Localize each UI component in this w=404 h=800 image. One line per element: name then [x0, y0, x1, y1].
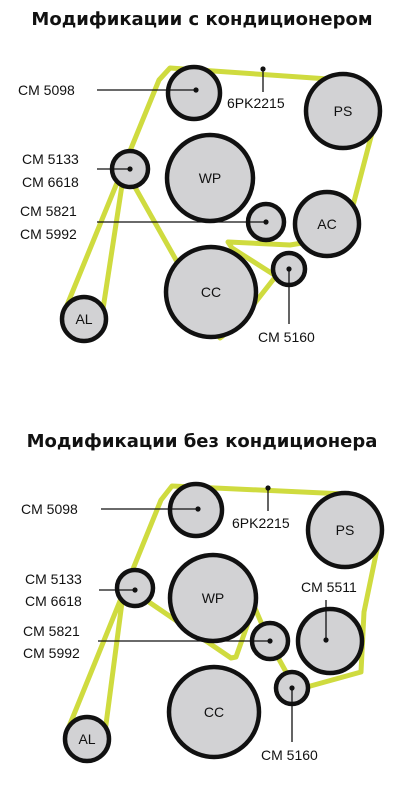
diagram-b-label-cm5133: CM 5133: [25, 571, 82, 587]
diagram-a-cc-label: CC: [201, 284, 221, 300]
diagram-b-label-belt: 6PK2215: [232, 515, 290, 531]
diagram-b-cc-pulley: [166, 664, 262, 760]
diagram-a-ps-pulley: [303, 71, 383, 151]
diagram-a-title: Модификации с кондиционером: [31, 9, 373, 30]
diagram-b-al-label: AL: [78, 731, 95, 747]
diagram-a-ac-pulley: [292, 189, 362, 259]
diagram-a-label-cm5821: CM 5821: [20, 203, 77, 219]
diagram-a-wp-pulley: [164, 132, 256, 224]
diagram-a-idler-pulley-top: [165, 64, 223, 122]
diagram-b-wp-label: WP: [202, 590, 225, 606]
diagram-a-al-label: AL: [75, 311, 92, 327]
diagram-b-label-cm5821: CM 5821: [23, 623, 80, 639]
diagram-b-right-idler-pulley: [295, 606, 365, 676]
diagram-a-label-belt: 6PK2215: [227, 95, 285, 111]
diagram-a: PS WP AC CC AL CM 5098 6PK2215 CM 5133 C…: [18, 64, 383, 345]
diagram-b-ps-pulley: [305, 490, 385, 570]
diagram-a-ps-label: PS: [334, 103, 353, 119]
diagram-a-label-cm5098: CM 5098: [18, 82, 75, 98]
diagram-a-ac-label: AC: [317, 216, 336, 232]
diagram-b: PS WP CC AL CM 5098 6PK2215 CM 5133 CM 6…: [21, 481, 385, 764]
diagram-b-label-cm6618: CM 6618: [25, 593, 82, 609]
diagram-b-label-cm5098: CM 5098: [21, 501, 78, 517]
diagram-a-label-cm6618: CM 6618: [22, 174, 79, 190]
diagram-a-cc-pulley: [163, 244, 259, 340]
diagram-a-label-cm5133: CM 5133: [22, 151, 79, 167]
diagram-b-label-cm5160: CM 5160: [261, 747, 318, 763]
diagram-b-label-cm5511: CM 5511: [301, 579, 357, 595]
diagram-b-al-pulley: [62, 714, 112, 764]
diagram-b-cc-label: CC: [204, 704, 224, 720]
diagram-a-label-cm5160: CM 5160: [258, 329, 315, 345]
diagram-b-label-cm5992: CM 5992: [23, 645, 80, 661]
diagram-a-label-cm5992: CM 5992: [20, 226, 77, 242]
diagram-a-al-pulley: [59, 294, 109, 344]
diagram-b-ps-label: PS: [336, 522, 355, 538]
diagram-b-title: Модификации без кондиционера: [26, 431, 378, 452]
diagram-a-wp-label: WP: [199, 170, 222, 186]
